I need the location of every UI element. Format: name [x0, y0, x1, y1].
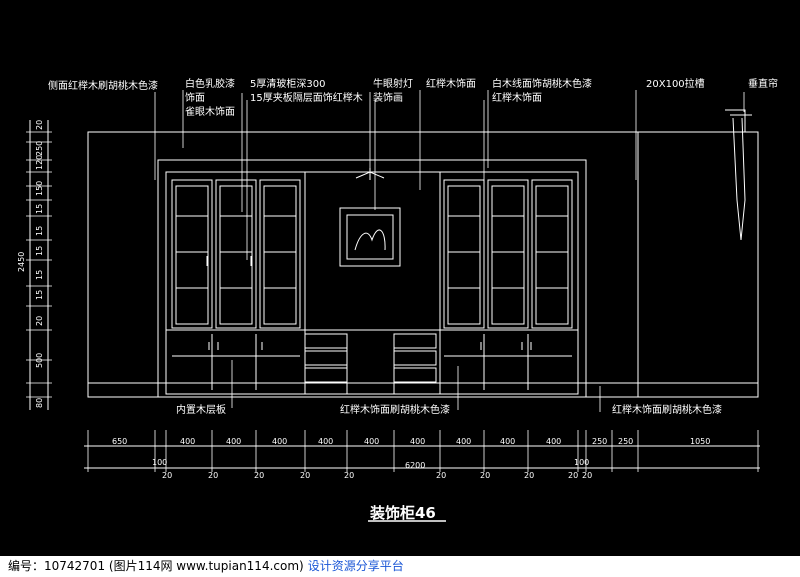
bottom-dim-label: 400	[500, 437, 515, 446]
bottom-dim-label-2: 20	[582, 471, 592, 480]
annotation-groove: 20X100拉槽	[646, 77, 705, 90]
glass-door-inner	[491, 185, 525, 325]
left-dim-label: 15	[35, 270, 44, 280]
footer-info: 编号：10742701 (图片114网 www.tupian114.com)	[8, 559, 304, 573]
bottom-dim-label-2: 20	[568, 471, 578, 480]
left-dim-label: 80	[35, 398, 44, 408]
bottom-dim-label-2: 20	[524, 471, 534, 480]
decorative-painting	[339, 207, 401, 267]
left-dim-label: 15	[35, 246, 44, 256]
bottom-dim-label-2: 20	[480, 471, 490, 480]
footer-link[interactable]: 设计资源分享平台	[307, 559, 404, 573]
bottom-dim-label-2: 20	[254, 471, 264, 480]
bottom-dim-label: 400	[272, 437, 287, 446]
bottom-dim-label-2: 20	[162, 471, 172, 480]
glass-door	[443, 179, 485, 329]
left-dim-label: 20	[35, 120, 44, 130]
left-dim-label: 20	[35, 316, 44, 326]
painting-figure	[354, 229, 386, 251]
center-drawer	[304, 350, 348, 366]
left-dim-label: 15	[35, 226, 44, 236]
lower-door-dividers	[211, 334, 529, 390]
annotation-inner-shelf: 内置木层板	[176, 403, 226, 416]
annotation-vertical-blind: 垂直帘	[748, 77, 778, 90]
bottom-dim-label-2: 20	[208, 471, 218, 480]
annotation-beech-veneer: 红榉木饰面	[426, 77, 476, 90]
annotation-bird-eye-veneer: 雀眼木饰面	[185, 105, 235, 118]
glass-door-inner	[219, 185, 253, 325]
annotation-glass: 5厚清玻柜深300	[250, 77, 325, 90]
painting-inner	[346, 214, 394, 260]
glass-door	[259, 179, 301, 329]
bottom-dim-label-2: 100	[152, 458, 167, 467]
left-dim-label: 120	[35, 155, 44, 170]
curtain-panel	[732, 117, 746, 241]
annotation-beech-veneer-2: 红榉木饰面	[492, 91, 542, 104]
drawing-title: 装饰柜46	[369, 504, 436, 522]
bottom-dim-label: 400	[226, 437, 241, 446]
glass-door	[215, 179, 257, 329]
center-drawer	[393, 367, 437, 383]
bottom-dim-label: 400	[546, 437, 561, 446]
annotation-facing: 饰面	[185, 91, 205, 104]
center-drawer	[393, 350, 437, 366]
center-drawer	[304, 333, 348, 349]
bottom-dim-label-2: 20	[300, 471, 310, 480]
left-dim-label: 15	[35, 204, 44, 214]
annotation-wall-finish: 红榉木饰面刷胡桃木色漆	[612, 403, 722, 416]
cabinet-outer-frame	[157, 159, 587, 398]
glass-door-inner	[175, 185, 209, 325]
glass-door-inner	[263, 185, 297, 325]
bottom-dim-total: 6200	[405, 461, 425, 470]
left-dim-label: 500	[35, 353, 44, 368]
left-dim-label: 150	[35, 181, 44, 196]
annotation-side-finish: 侧面红榉木刷胡桃木色漆	[48, 79, 158, 92]
lower-handles	[208, 342, 532, 350]
annotation-white-latex: 白色乳胶漆	[185, 77, 235, 90]
cabinet-elevation-drawing: 侧面红榉木刷胡桃木色漆 白色乳胶漆 饰面 雀眼木饰面 5厚清玻柜深300 15厚…	[17, 77, 778, 522]
leader-lines	[154, 90, 745, 260]
bottom-dim-label: 400	[410, 437, 425, 446]
left-dim-label: 250	[35, 141, 44, 156]
glass-door	[171, 179, 213, 329]
center-drawer	[393, 333, 437, 349]
bottom-dim-label-2: 100	[574, 458, 589, 467]
cabinet-inner-frame	[165, 171, 579, 395]
glass-shelves	[176, 215, 568, 289]
left-dim-ticks	[26, 131, 52, 398]
cad-drawing-canvas: 侧面红榉木刷胡桃木色漆 白色乳胶漆 饰面 雀眼木饰面 5厚清玻柜深300 15厚…	[0, 0, 800, 556]
annotation-white-molding: 白木线面饰胡桃木色漆	[492, 77, 592, 90]
bottom-dim-label: 400	[456, 437, 471, 446]
annotation-plywood-shelf: 15厚夹板隔层面饰红榉木	[250, 91, 363, 104]
glass-door	[531, 179, 573, 329]
bottom-dim-label: 250	[618, 437, 633, 446]
bottom-leaders	[231, 360, 601, 412]
bottom-dim-ticks	[87, 430, 759, 472]
glass-door-inner	[535, 185, 569, 325]
bottom-dim-label: 400	[180, 437, 195, 446]
annotation-base-finish: 红榉木饰面刷胡桃木色漆	[340, 403, 450, 416]
annotation-painting: 装饰画	[373, 91, 403, 104]
annotation-spotlight: 牛眼射灯	[373, 77, 413, 90]
bottom-dim-label: 400	[318, 437, 333, 446]
bottom-dim-label-2: 20	[344, 471, 354, 480]
glass-door-inner	[447, 185, 481, 325]
center-drawer	[304, 367, 348, 383]
bottom-dim-label: 650	[112, 437, 127, 446]
door-handles	[206, 256, 537, 266]
glass-door	[487, 179, 529, 329]
watermark-footer: 编号：10742701 (图片114网 www.tupian114.com)设计…	[0, 556, 800, 577]
curtain-box	[725, 109, 746, 132]
bottom-dim-label-2: 20	[436, 471, 446, 480]
left-dim-label: 15	[35, 290, 44, 300]
bottom-dim-label: 1050	[690, 437, 710, 446]
left-dim-total: 2450	[17, 252, 26, 272]
bottom-dim-label: 400	[364, 437, 379, 446]
bottom-dim-label: 250	[592, 437, 607, 446]
